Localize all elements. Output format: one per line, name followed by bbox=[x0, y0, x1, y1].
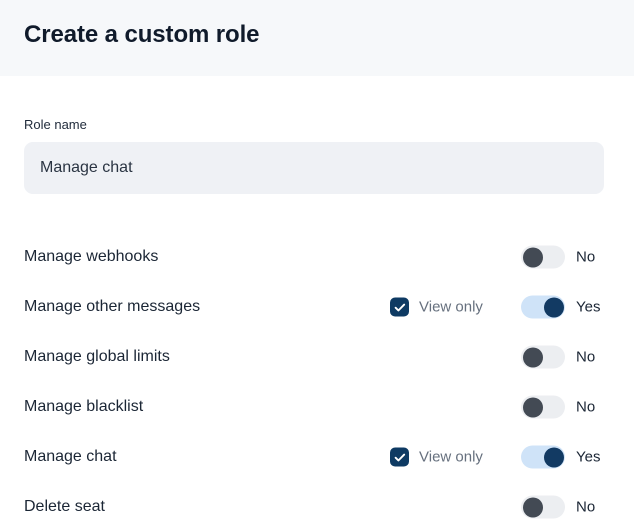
toggle-state-label: No bbox=[576, 348, 596, 366]
permission-row: Manage webhooks No bbox=[0, 232, 634, 282]
view-only-label[interactable]: View only bbox=[419, 448, 483, 466]
permission-label: Manage other messages bbox=[24, 298, 201, 315]
toggle-state-label: Yes bbox=[576, 448, 601, 466]
checkmark-icon bbox=[394, 451, 406, 463]
permission-toggle-group[interactable]: No bbox=[521, 245, 596, 269]
permission-toggle[interactable] bbox=[521, 295, 565, 319]
permission-toggle[interactable] bbox=[521, 345, 565, 369]
permission-toggle-group[interactable]: No bbox=[521, 495, 596, 519]
permission-row: Manage other messages View only Yes bbox=[0, 282, 634, 332]
permission-toggle[interactable] bbox=[521, 245, 565, 269]
view-only-group[interactable]: View only bbox=[390, 297, 483, 317]
toggle-state-label: No bbox=[576, 498, 596, 516]
permission-row: Manage global limits No bbox=[0, 332, 634, 382]
permission-toggle[interactable] bbox=[521, 495, 565, 519]
page-title: Create a custom role bbox=[24, 21, 260, 48]
view-only-label[interactable]: View only bbox=[419, 298, 483, 316]
permission-label: Manage global limits bbox=[24, 348, 170, 365]
permission-row: Manage chat View only Yes bbox=[0, 432, 634, 482]
permission-toggle-group[interactable]: Yes bbox=[521, 445, 601, 469]
permission-toggle-group[interactable]: Yes bbox=[521, 295, 601, 319]
toggle-knob bbox=[522, 247, 543, 267]
permission-toggle[interactable] bbox=[521, 445, 565, 469]
role-name-input[interactable] bbox=[24, 142, 604, 194]
permission-row: Delete seat No bbox=[0, 482, 634, 532]
toggle-knob bbox=[543, 447, 564, 467]
permission-row: Manage blacklist No bbox=[0, 382, 634, 432]
toggle-state-label: Yes bbox=[576, 298, 601, 316]
view-only-checkbox[interactable] bbox=[390, 447, 409, 467]
permission-label: Manage webhooks bbox=[24, 248, 159, 265]
role-name-field-block: Role name bbox=[24, 117, 604, 194]
toggle-state-label: No bbox=[576, 398, 596, 416]
toggle-knob bbox=[543, 297, 564, 317]
toggle-knob bbox=[522, 347, 543, 367]
checkmark-icon bbox=[394, 301, 406, 313]
permission-toggle-group[interactable]: No bbox=[521, 395, 596, 419]
toggle-knob bbox=[522, 497, 543, 517]
page-header: Create a custom role bbox=[0, 0, 634, 76]
toggle-state-label: No bbox=[576, 248, 596, 266]
toggle-knob bbox=[522, 397, 543, 417]
permission-label: Delete seat bbox=[24, 498, 105, 515]
permission-toggle[interactable] bbox=[521, 395, 565, 419]
view-only-group[interactable]: View only bbox=[390, 447, 483, 467]
view-only-checkbox[interactable] bbox=[390, 297, 409, 317]
permission-label: Manage chat bbox=[24, 448, 117, 465]
permission-toggle-group[interactable]: No bbox=[521, 345, 596, 369]
role-name-label: Role name bbox=[24, 117, 87, 132]
permission-label: Manage blacklist bbox=[24, 398, 144, 415]
